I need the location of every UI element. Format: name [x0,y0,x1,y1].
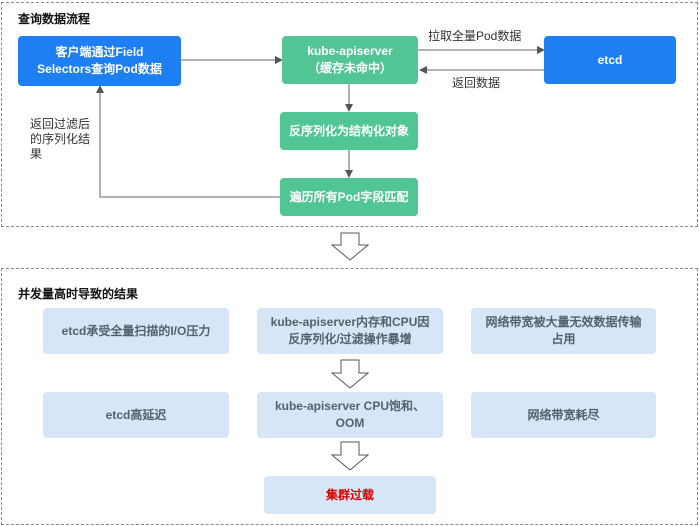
query-flow-panel [1,2,698,227]
bandwidth-occupied-box: 网络带宽被大量无效数据传输 占用 [471,308,656,354]
filtered-result-arrow [96,85,280,198]
fetch-all-label: 拉取全量Pod数据 [428,29,522,43]
return-data-label: 返回数据 [452,76,501,90]
etcd-latency-box: etcd高延迟 [43,392,229,438]
apiserver-saturation-box: kube-apiserver CPU饱和、 OOM [257,392,443,438]
kube-apiserver-box: kube-apiserver （缓存未命中） [282,36,418,84]
api-memory-to-saturation-arrow [330,359,370,389]
high-concurrency-panel [1,268,698,525]
cluster-overload-box: 集群过载 [264,476,436,514]
saturation-to-overload-arrow [330,441,370,471]
deserialize-box: 反序列化为结构化对象 [280,112,418,150]
apiserver-memory-cpu-box: kube-apiserver内存和CPU因 反序列化/过滤操作暴增 [257,308,443,354]
etcd-io-pressure-box: etcd承受全量扫描的I/O压力 [43,308,229,354]
bandwidth-exhausted-box: 网络带宽耗尽 [471,392,656,438]
etcd-box: etcd [544,36,676,84]
query-flow-title: 查询数据流程 [18,12,91,26]
filtered-result-label: 返回过滤后 的序列化结 果 [30,117,91,161]
client-query-box: 客户端通过Field Selectors查询Pod数据 [18,36,181,86]
section-transition-arrow [330,232,370,261]
traverse-match-box: 遍历所有Pod字段匹配 [280,178,418,216]
high-concurrency-title: 并发量高时导致的结果 [18,287,139,301]
